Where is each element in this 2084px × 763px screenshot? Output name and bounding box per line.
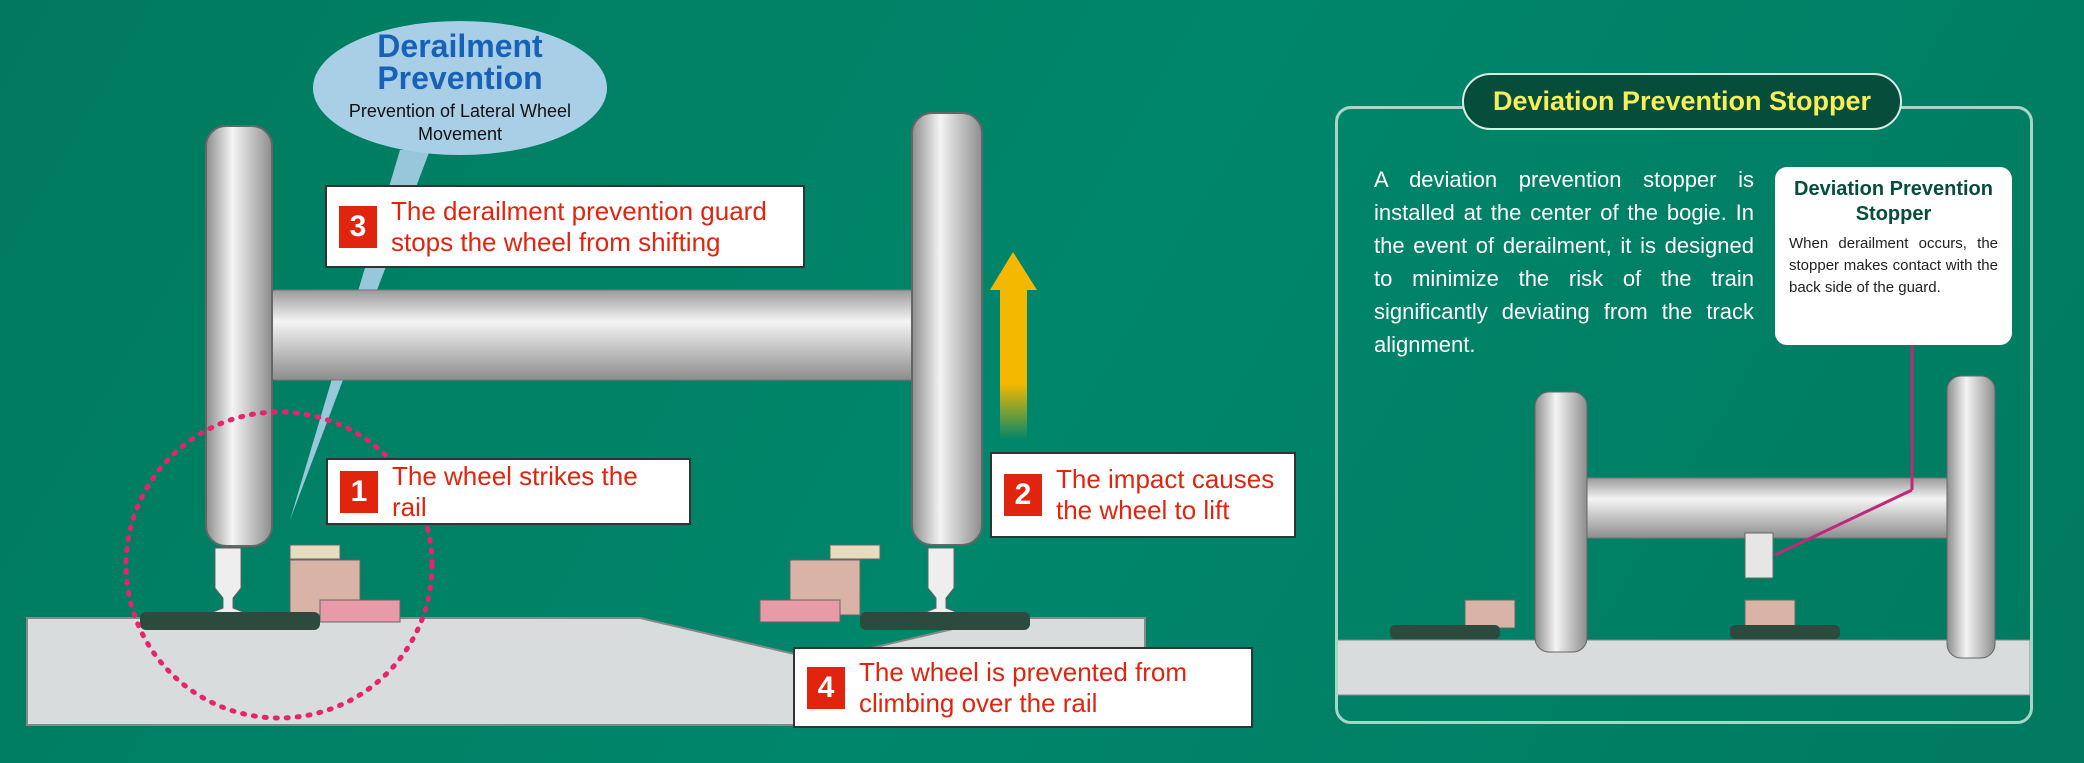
left-wheel-small: [1534, 391, 1588, 653]
callout-text: The wheel is prevented from climbing ove…: [859, 656, 1188, 718]
step-number: 4: [807, 666, 845, 709]
note-title: Deviation Prevention Stopper: [1794, 178, 1993, 225]
impact-highlight-circle: [123, 409, 435, 721]
right-wheel-small: [1946, 375, 1996, 659]
callout-text: The impact causes the wheel to lift: [1056, 464, 1275, 525]
axle: [265, 289, 927, 381]
callout-text: The wheel strikes the rail: [392, 460, 638, 522]
speech-bubble: [313, 21, 607, 155]
left-rail: [192, 547, 264, 621]
bubble-title: Derailment Prevention: [377, 28, 543, 96]
panel-body: A deviation prevention stopper is instal…: [1374, 167, 1754, 357]
callout-4: 4 The wheel is prevented from climbing o…: [793, 647, 1253, 728]
callout-text: The derailment prevention guard stops th…: [391, 195, 767, 257]
stopper: [1744, 532, 1774, 579]
lift-arrow-icon: [990, 252, 1037, 440]
left-wheel: [205, 125, 273, 547]
callout-3: 3 The derailment prevention guard stops …: [325, 185, 805, 268]
step-number: 1: [340, 470, 378, 513]
panel-title: Deviation Prevention Stopper: [1462, 73, 1902, 130]
callout-1: 1 The wheel strikes the rail: [326, 458, 691, 525]
right-wheel: [911, 112, 983, 546]
stopper-note: Deviation Prevention Stopper When derail…: [1775, 167, 2012, 345]
left-guard: [289, 544, 401, 623]
note-body: When derailment occurs, the stopper make…: [1789, 235, 1998, 296]
right-guard: [759, 544, 881, 623]
step-number: 3: [339, 205, 377, 248]
bubble-subtitle: Prevention of Lateral Wheel Movement: [348, 101, 572, 144]
step-number: 2: [1004, 474, 1042, 516]
callout-2: 2 The impact causes the wheel to lift: [990, 452, 1296, 538]
right-rail: [905, 547, 977, 621]
